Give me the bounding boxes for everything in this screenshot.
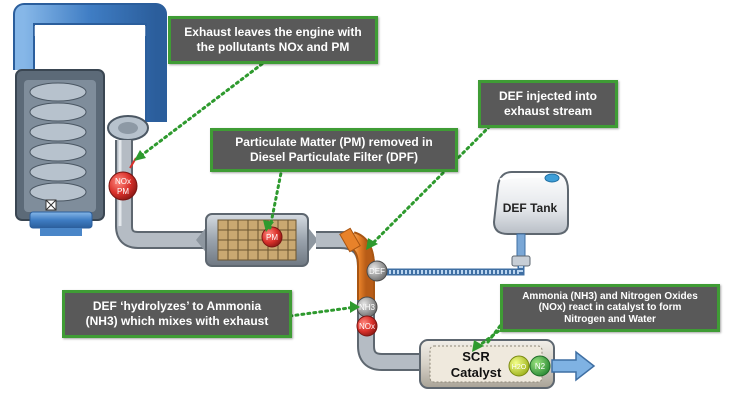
def-supply-line	[384, 233, 531, 276]
callout-pm-removed-line2: Diesel Particulate Filter (DPF)	[249, 150, 419, 164]
n2-dot: N2	[529, 355, 551, 377]
def-dot-label: DEF	[369, 267, 385, 276]
callout-hydrolyzes-line2: (NH3) which mixes with exhaust	[85, 314, 269, 328]
n2-dot-label: N2	[535, 362, 546, 371]
def-dot: DEF	[366, 260, 388, 282]
def-tank-label: DEF Tank	[503, 201, 558, 215]
callout-scr-reaction: Ammonia (NH3) and Nitrogen Oxides (NOx) …	[500, 284, 720, 332]
pm-dot-label: PM	[266, 233, 278, 242]
leader-hydrolyzes	[288, 305, 358, 318]
callout-def-injected-line1: DEF injected into	[498, 89, 597, 103]
callout-scr-line1: Ammonia (NH3) and Nitrogen Oxides	[522, 290, 698, 302]
pm-dot: PM	[261, 226, 283, 248]
callout-scr-line2: (NOx) react in catalyst to form	[538, 302, 682, 314]
leader-pm	[268, 166, 284, 230]
nh3-dot-label: NH3	[359, 303, 376, 312]
leader-arrowheads	[134, 150, 484, 352]
callout-pm-removed-line1: Particulate Matter (PM) removed in	[235, 135, 433, 149]
diesel-particulate-filter	[196, 213, 318, 267]
h2o-dot-label: H2O	[512, 364, 527, 371]
def-mixing-segment	[339, 227, 375, 300]
def-tank: DEF Tank	[492, 171, 569, 235]
scr-label-line1: SCR	[462, 349, 490, 364]
nox-pm-dot-label-2: PM	[117, 187, 129, 196]
h2o-dot: H2O	[508, 355, 530, 377]
engine	[13, 3, 167, 236]
nox-pm-dot-label-1: NOx	[115, 177, 131, 186]
scr-label-line2: Catalyst	[451, 365, 502, 380]
callout-exhaust-line1: Exhaust leaves the engine with	[184, 25, 362, 39]
nox-dot: NOx	[356, 315, 378, 337]
callout-pm-removed: Particulate Matter (PM) removed in Diese…	[210, 128, 458, 172]
callout-hydrolyzes-line1: DEF ‘hydrolyzes’ to Ammonia	[92, 299, 262, 313]
callout-exhaust-leaves-engine: Exhaust leaves the engine with the pollu…	[168, 16, 378, 64]
callout-exhaust-line2: the pollutants NOx and PM	[196, 40, 350, 54]
callout-def-injected-line2: exhaust stream	[503, 104, 593, 118]
engine-cylinders	[29, 82, 87, 202]
callout-def-injected: DEF injected into exhaust stream	[478, 80, 618, 128]
callout-scr-line3: Nitrogen and Water	[564, 313, 656, 325]
leader-exhaust	[136, 62, 264, 160]
callout-hydrolyzes: DEF ‘hydrolyzes’ to Ammonia (NH3) which …	[62, 290, 292, 338]
leader-def-injected	[368, 120, 496, 248]
nox-dot-label: NOx	[359, 322, 375, 331]
leader-scr-arrow	[486, 324, 502, 344]
outlet-arrow	[551, 350, 596, 382]
